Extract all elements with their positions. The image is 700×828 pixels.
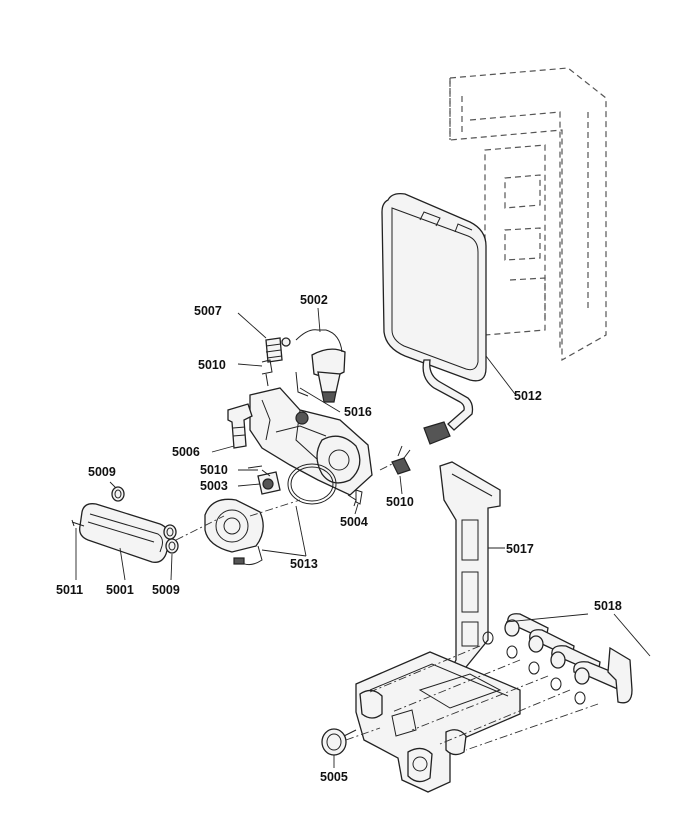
label-5004: 5004: [340, 515, 368, 529]
clip-5016: [295, 371, 309, 397]
drain-valve-5003: [247, 465, 281, 495]
label-5009-top: 5009: [88, 465, 116, 479]
label-5001: 5001: [106, 583, 134, 597]
label-5016: 5016: [344, 405, 372, 419]
pressure-gauge-5005: [321, 728, 357, 756]
label-5010-top: 5010: [198, 358, 226, 372]
label-5018: 5018: [594, 599, 622, 613]
label-5003: 5003: [200, 479, 228, 493]
label-5012: 5012: [514, 389, 542, 403]
label-5010-right: 5010: [386, 495, 414, 509]
clip-5004: [355, 489, 363, 505]
label-5013: 5013: [290, 557, 318, 571]
clip-5010-right: [391, 445, 411, 475]
vessel-connection-pipe: [422, 359, 474, 445]
label-5017: 5017: [506, 542, 534, 556]
label-5002: 5002: [300, 293, 328, 307]
label-5006: 5006: [172, 445, 200, 459]
assembly-lines: [175, 463, 599, 751]
leader-lines: [75, 307, 651, 768]
connection-pipes: [504, 613, 633, 704]
seals-5009-right: [163, 524, 179, 554]
pressure-sensor-5002: [281, 329, 346, 403]
plate-heat-exchanger: [79, 503, 171, 563]
expansion-vessel: [381, 192, 487, 382]
seal-5009-top: [111, 486, 125, 502]
pump-head: [204, 498, 264, 566]
label-5009-bottom: 5009: [152, 583, 180, 597]
label-5005: 5005: [320, 770, 348, 784]
clip-5010-top: [261, 359, 273, 387]
valve-manifold: [355, 651, 521, 793]
pipe-elbow-5006: [227, 403, 253, 449]
label-5011: 5011: [56, 583, 83, 597]
boiler-frame-outline: [449, 67, 607, 362]
screw-5011: [71, 519, 85, 527]
o-ring-5013: [287, 463, 337, 505]
air-vent-5007: [265, 337, 283, 363]
label-5010-mid: 5010: [200, 463, 228, 477]
part-labels: 5007 5002 5010 5016 5006 5010 5003 5004 …: [56, 293, 622, 784]
label-5007: 5007: [194, 304, 222, 318]
mounting-bracket: [439, 461, 501, 687]
pipe-seals: [482, 631, 586, 705]
